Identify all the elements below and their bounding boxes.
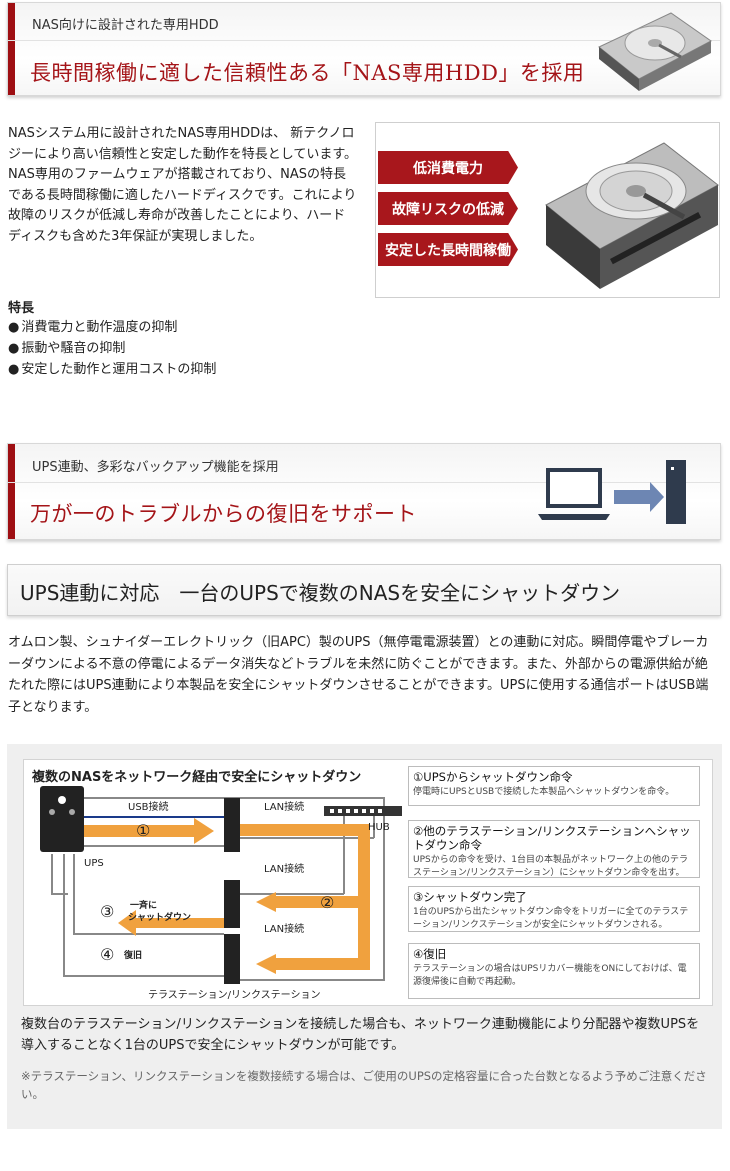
step-title: ①UPSからシャットダウン命令 (413, 770, 573, 784)
hdd-icon (598, 12, 712, 91)
ups-heading-box: UPS連動に対応 一台のUPSで複数のNASを安全にシャットダウン (7, 564, 721, 616)
network-diagram: USB接続 LAN接続 HUB LAN接続 UPS LAN接続 ① ② ③ 一斉… (40, 786, 402, 1001)
banner-subtitle: UPS連動、多彩なバックアップ機能を採用 (32, 460, 279, 475)
step-box-2: ②他のテラステーション/リンクステーションへシャットダウン命令 UPSからの命令… (408, 820, 700, 878)
banner-subtitle: NAS向けに設計された専用HDD (32, 18, 219, 33)
banner-headline: 万が一のトラブルからの復旧をサポート (30, 502, 417, 526)
label-lan-2: LAN接続 (264, 862, 304, 875)
capacity-note: ※テラステーション、リンクステーションを複数接続する場合は、ご使用のUPSの定格… (21, 1069, 707, 1101)
backup-icon (538, 460, 686, 524)
label-terastation: テラステーション/リンクステーション (148, 989, 320, 1001)
step-number-1: ① (136, 821, 150, 840)
step-title: ②他のテラステーション/リンクステーションへシャットダウン命令 (413, 824, 691, 852)
step-4-text: 復旧 (123, 949, 142, 961)
banner-headline: 長時間稼働に適した信頼性ある「NAS専用HDD」を採用 (30, 61, 585, 85)
step-3-text-line-1: 一斉に (130, 899, 157, 911)
step-box-3: ③シャットダウン完了 1台のUPSから出たシャットダウン命令をトリガーに全てのテ… (408, 886, 700, 932)
label-hub: HUB (368, 822, 390, 833)
step-box-4: ④復旧 テラステーションの場合はUPSリカバー機能をONにしておけば、電源復帰後… (408, 943, 700, 999)
label-ups: UPS (84, 858, 104, 869)
step-number-3: ③ (100, 902, 114, 921)
step-number-4: ④ (100, 945, 114, 964)
step-description: テラステーションの場合はUPSリカバー機能をONにしておけば、電源復帰後に自動で… (413, 964, 687, 987)
section-banner-ups: UPS連動、多彩なバックアップ機能を採用 万が一のトラブルからの復旧をサポート (7, 443, 721, 540)
divider (8, 482, 720, 483)
tag-low-failure: 故障リスクの低減 (378, 192, 518, 225)
hdd-feature-image: 低消費電力 故障リスクの低減 安定した長時間稼働 (375, 122, 720, 298)
divider (8, 40, 720, 41)
feature-item: 消費電力と動作温度の抑制 (8, 317, 216, 338)
hdd-illustration (545, 142, 719, 289)
features-title: 特長 (8, 301, 35, 316)
features-list: 消費電力と動作温度の抑制 振動や騒音の抑制 安定した動作と運用コストの抑制 (8, 317, 216, 380)
label-lan-3: LAN接続 (264, 922, 304, 935)
feature-item: 振動や騒音の抑制 (8, 338, 216, 359)
step-description: 1台のUPSから出たシャットダウン命令をトリガーに全てのテラステーション/リンク… (413, 907, 689, 930)
label-usb: USB接続 (128, 800, 169, 813)
section-banner-nas-hdd: NAS向けに設計された専用HDD 長時間稼働に適した信頼性ある「NAS専用HDD… (7, 2, 721, 96)
tag-low-power: 低消費電力 (378, 151, 518, 184)
step-title: ③シャットダウン完了 (413, 890, 527, 904)
step-box-1: ①UPSからシャットダウン命令 停電時にUPSとUSBで接続した本製品へシャット… (408, 766, 700, 806)
feature-item: 安定した動作と運用コストの抑制 (8, 359, 216, 380)
step-3-text-line-2: シャットダウン (128, 911, 191, 923)
step-description: 停電時にUPSとUSBで接続した本製品へシャットダウンを命令。 (413, 787, 675, 797)
step-number-2: ② (320, 893, 334, 912)
diagram-title: 複数のNASをネットワーク経由で安全にシャットダウン (32, 770, 362, 785)
label-lan-1: LAN接続 (264, 800, 304, 813)
accent-bar (8, 3, 15, 95)
step-title: ④復旧 (413, 947, 447, 961)
ups-heading: UPS連動に対応 一台のUPSで複数のNASを安全にシャットダウン (20, 581, 621, 605)
ups-paragraph: オムロン製、シュナイダーエレクトリック（旧APC）製のUPS（無停電電源装置）と… (8, 635, 709, 715)
step-description: UPSからの命令を受け、1台目の本製品がネットワーク上の他のテラステーション/リ… (413, 855, 689, 878)
intro-text: NASシステム用に設計されたNAS専用HDDは、 新テクノロジーにより高い信頼性… (8, 126, 358, 244)
multi-nas-paragraph: 複数台のテラステーション/リンクステーションを接続した場合も、ネットワーク連動機… (21, 1017, 700, 1053)
tag-long-operation: 安定した長時間稼働 (378, 233, 518, 266)
ups-diagram-section: 複数のNASをネットワーク経由で安全にシャットダウン (7, 744, 722, 1129)
accent-bar (8, 444, 15, 539)
ups-diagram: 複数のNASをネットワーク経由で安全にシャットダウン (23, 759, 713, 1006)
